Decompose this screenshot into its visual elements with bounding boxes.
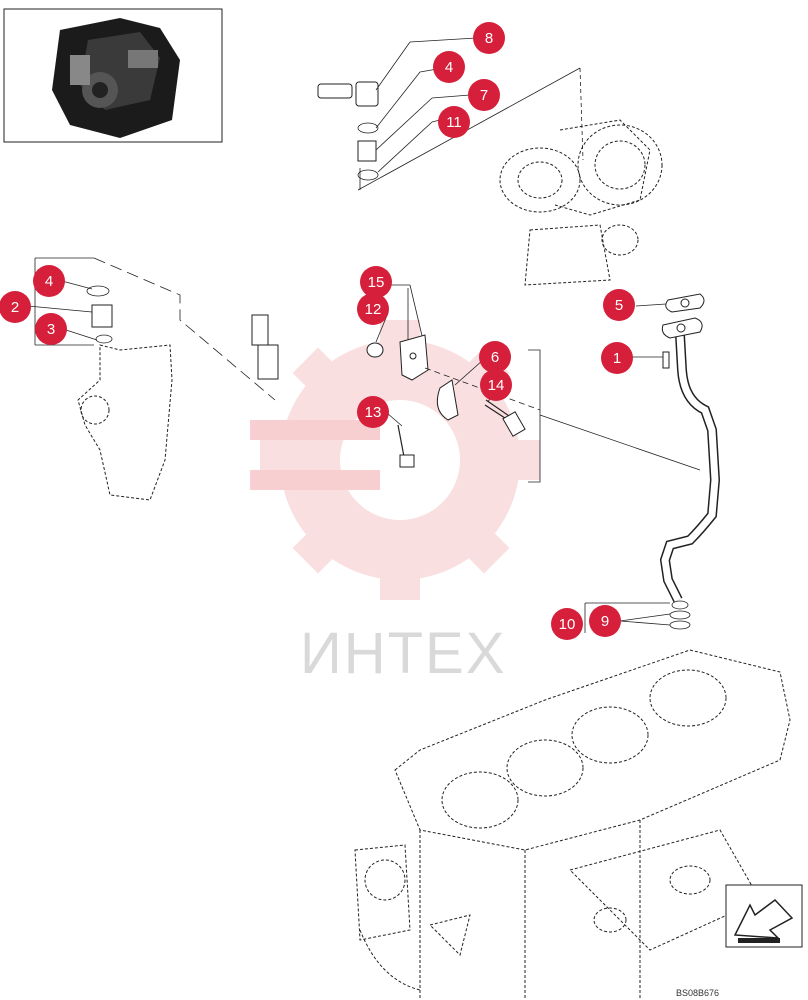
callout-c4a: 4 <box>433 51 465 83</box>
callout-label: 6 <box>491 349 499 366</box>
bracket-assembly <box>366 284 701 483</box>
callout-circle <box>468 79 500 111</box>
callout-label: 4 <box>445 59 453 76</box>
arrow-icon <box>733 898 794 939</box>
callout-label: 10 <box>559 616 576 633</box>
left-assembly <box>27 257 276 501</box>
callout-label: 12 <box>365 301 382 318</box>
oil-feed-pipe <box>251 80 379 380</box>
callout-c10: 10 <box>551 608 583 640</box>
callout-label: 3 <box>47 321 55 338</box>
callout-circle <box>357 293 389 325</box>
callout-circle <box>0 291 31 323</box>
callout-c2: 2 <box>0 291 31 323</box>
callout-c14: 14 <box>480 369 512 401</box>
callout-label: 8 <box>485 30 493 47</box>
engine-icon <box>52 18 180 138</box>
callout-label: 2 <box>11 299 19 316</box>
watermark-text: ИНТЕХ <box>300 621 506 686</box>
callout-label: 4 <box>45 273 53 290</box>
callout-circle <box>601 342 633 374</box>
leader-lines <box>357 37 584 191</box>
callout-label: 1 <box>613 350 621 367</box>
callout-c4b: 4 <box>33 265 65 297</box>
callout-label: 11 <box>446 114 462 131</box>
oil-return-pipe <box>584 293 721 633</box>
callout-c6: 6 <box>479 341 511 373</box>
callout-c15: 15 <box>360 266 392 298</box>
callout-circle <box>603 289 635 321</box>
callout-c1: 1 <box>601 342 633 374</box>
callout-circle <box>473 22 505 54</box>
callout-circle <box>479 341 511 373</box>
reference-code: BS08B676 <box>676 988 719 998</box>
callout-c8: 8 <box>473 22 505 54</box>
callout-label: 9 <box>601 613 609 630</box>
callout-label: 14 <box>488 377 505 394</box>
callout-circle <box>433 51 465 83</box>
callout-circle <box>35 313 67 345</box>
callout-c9: 9 <box>589 605 621 637</box>
callout-circle <box>551 608 583 640</box>
direction-arrow <box>725 884 803 948</box>
engine-block <box>354 649 791 1000</box>
callout-circle <box>360 266 392 298</box>
callout-c5: 5 <box>603 289 635 321</box>
callout-c11: 11 <box>438 106 470 138</box>
turbocharger <box>499 119 663 286</box>
callout-c7: 7 <box>468 79 500 111</box>
callout-label: 7 <box>480 87 488 104</box>
callouts: 8 4 7 11 4 2 3 15 12 6 14 13 5 1 10 9 <box>0 22 635 640</box>
callout-circle <box>33 265 65 297</box>
callout-c12: 12 <box>357 293 389 325</box>
callout-c13: 13 <box>357 396 389 428</box>
callout-label: 5 <box>615 297 623 314</box>
callout-circle <box>589 605 621 637</box>
callout-label: 13 <box>365 404 382 421</box>
engine-thumbnail <box>3 8 223 143</box>
callout-label: 15 <box>368 274 385 291</box>
callout-circle <box>438 106 470 138</box>
callout-circle <box>480 369 512 401</box>
callout-circle <box>357 396 389 428</box>
callout-c3: 3 <box>35 313 67 345</box>
